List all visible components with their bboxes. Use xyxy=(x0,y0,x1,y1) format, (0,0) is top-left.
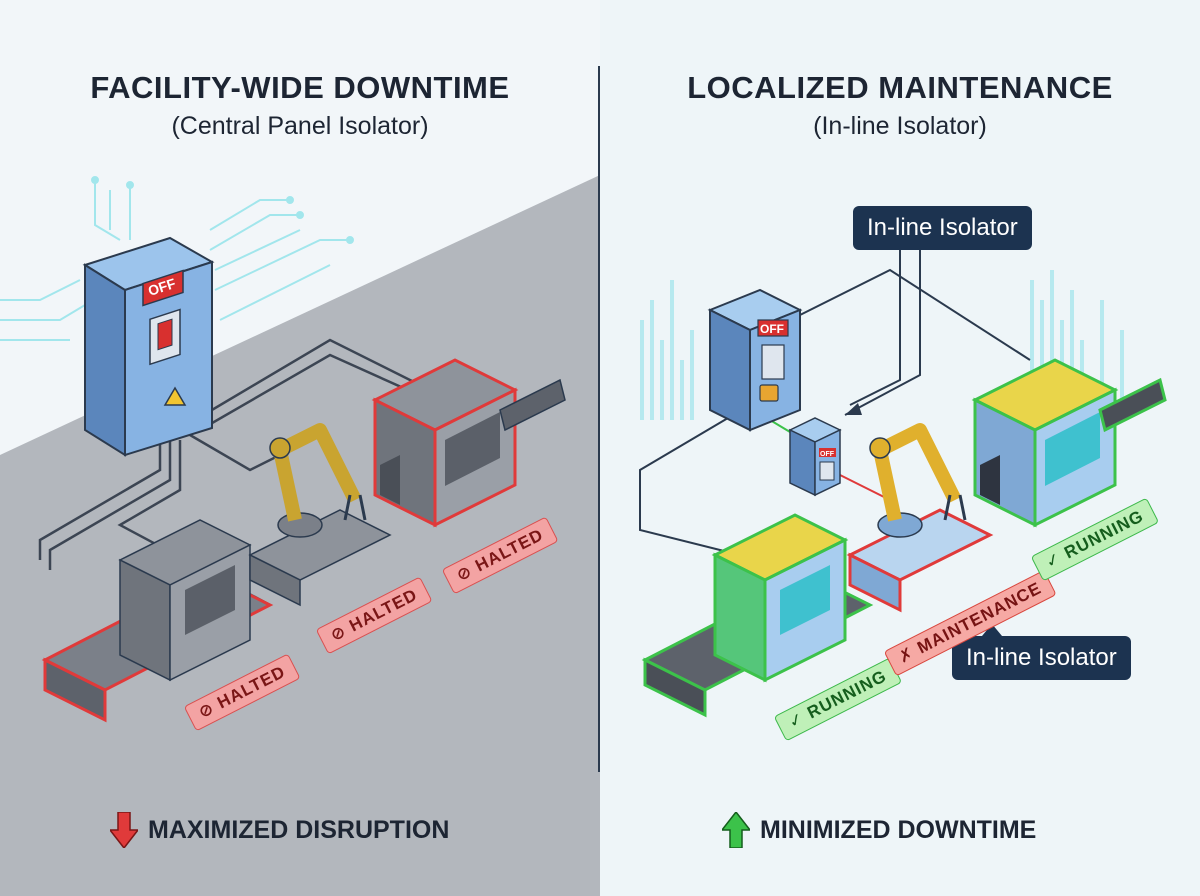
right-panel: OFF OFF xyxy=(600,0,1200,896)
central-isolator-scene: OFF xyxy=(0,175,600,896)
data-bars xyxy=(640,270,1124,420)
lock-icon xyxy=(759,384,779,402)
callout-inline-isolator-top: In-line Isolator xyxy=(853,206,1032,250)
machine-left-running xyxy=(641,513,874,718)
panel-divider xyxy=(598,66,601,772)
arrow-up-icon xyxy=(722,812,750,848)
machine-right xyxy=(371,358,566,528)
inline-isolator-scene: OFF OFF xyxy=(600,0,1200,896)
left-outcome: MAXIMIZED DISRUPTION xyxy=(110,812,449,848)
check-icon: ✓ xyxy=(785,708,808,733)
central-control-panel xyxy=(82,236,215,457)
machine-left xyxy=(41,519,274,723)
power-cables xyxy=(639,245,1031,561)
left-outcome-label: MAXIMIZED DISRUPTION xyxy=(148,815,450,844)
right-outcome: MINIMIZED DOWNTIME xyxy=(722,812,1036,848)
stop-icon: ⊘ xyxy=(453,561,476,586)
inline-switch-label: OFF xyxy=(820,451,835,458)
main-control-panel xyxy=(707,288,803,432)
right-outcome-label: MINIMIZED DOWNTIME xyxy=(760,815,1037,844)
warning-icon xyxy=(163,386,187,406)
right-subtitle: (In-line Isolator) xyxy=(813,112,987,140)
arrow-down-icon xyxy=(110,812,138,848)
wrench-icon: ✗ xyxy=(895,643,918,668)
left-title: FACILITY-WIDE DOWNTIME xyxy=(90,70,510,105)
stop-icon: ⊘ xyxy=(195,698,218,723)
callout-inline-isolator-bottom: In-line Isolator xyxy=(952,624,1131,680)
circuit-traces xyxy=(0,176,354,341)
robot-arm-left xyxy=(248,423,392,607)
right-title: LOCALIZED MAINTENANCE xyxy=(687,70,1113,105)
left-subtitle: (Central Panel Isolator) xyxy=(171,112,429,140)
inline-isolator-box xyxy=(788,417,842,497)
check-icon: ✓ xyxy=(1042,548,1065,573)
main-switch-label: OFF xyxy=(760,322,784,336)
callout-leader xyxy=(844,248,921,416)
left-panel: OFF FACILITY-WIDE DOWNT xyxy=(0,70,600,896)
machine-right-running xyxy=(971,358,1167,528)
stop-icon: ⊘ xyxy=(327,621,350,646)
robot-arm-maintenance xyxy=(846,423,994,613)
